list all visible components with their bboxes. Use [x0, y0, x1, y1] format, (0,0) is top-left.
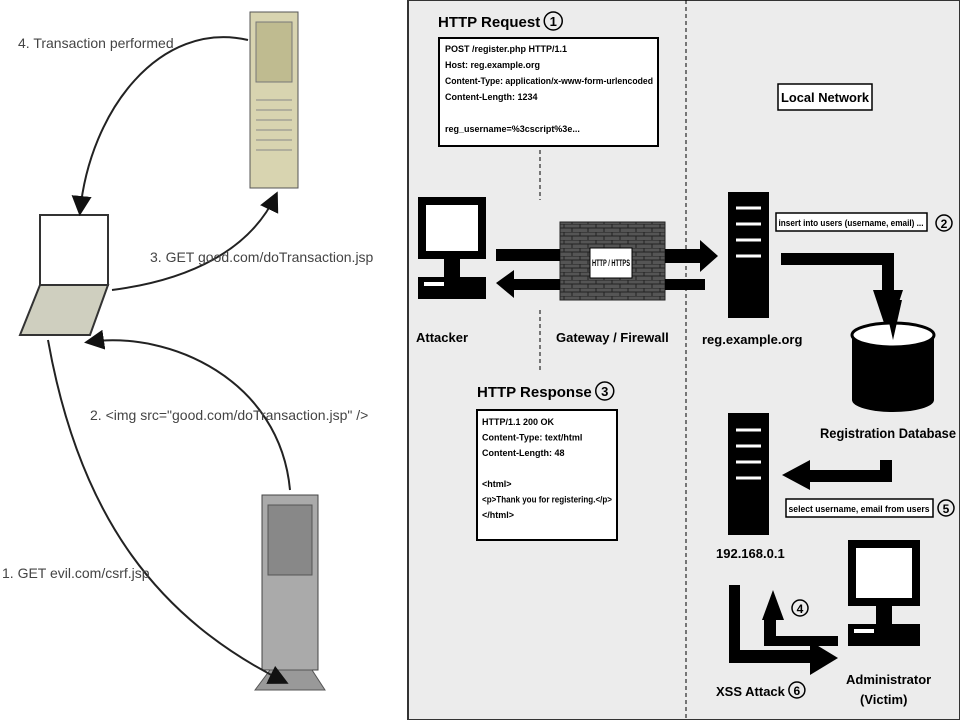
code-line: POST /register.php HTTP/1.1 [445, 44, 567, 54]
arrow-step3 [111, 191, 279, 291]
attacker-server-icon [254, 494, 326, 691]
step4-label: 4. Transaction performed [18, 35, 174, 51]
admin-server-icon [728, 413, 769, 535]
insert-num: 2 [941, 217, 948, 231]
step4-num: 4 [797, 602, 804, 616]
laptop-icon [18, 214, 110, 336]
request-arrow [496, 249, 560, 261]
code-line: Content-Length: 48 [482, 448, 565, 458]
step3-label: 3. GET good.com/doTransaction.jsp [150, 249, 374, 265]
insert-sql: insert into users (username, email) ... [779, 218, 924, 228]
xss-panel: HTTP Request 1 POST /register.php HTTP/1… [407, 0, 960, 720]
response-arrow [496, 270, 560, 298]
request-title: HTTP Request [438, 14, 540, 31]
attacker-monitor-icon [418, 197, 486, 299]
xss-num-badge: 6 [788, 681, 806, 699]
admin-monitor-icon [848, 540, 920, 646]
arrow-step4 [71, 36, 249, 216]
code-line: Content-Length: 1234 [445, 92, 538, 102]
code-line: </html> [482, 510, 514, 520]
admin-request-arrow [762, 590, 838, 646]
response-num-badge: 3 [595, 381, 615, 401]
arrow-step2 [84, 329, 291, 491]
step1-label: 1. GET evil.com/csrf.jsp [2, 565, 150, 581]
code-line: <html> [482, 479, 512, 489]
request-num-badge: 1 [543, 11, 563, 31]
web-server-icon [728, 192, 769, 318]
select-sql: select username, email from users [789, 504, 930, 514]
code-line: Content-Type: text/html [482, 433, 582, 443]
step2-label: 2. <img src="good.com/doTransaction.jsp"… [90, 407, 368, 423]
select-arrow [782, 460, 892, 490]
insert-arrow [781, 253, 903, 335]
xss-num: 6 [794, 684, 801, 698]
select-num: 5 [943, 502, 950, 516]
xss-arrow [729, 585, 838, 675]
attacker-label: Attacker [416, 330, 468, 345]
code-line: HTTP/1.1 200 OK [482, 417, 555, 427]
request-num: 1 [550, 14, 557, 29]
csrf-panel: 4. Transaction performed 3. GET good.com… [0, 0, 408, 720]
xss-label: XSS Attack [716, 684, 786, 699]
admin-ip-label: 192.168.0.1 [716, 546, 785, 561]
code-line: <p>Thank you for registering.</p> [482, 495, 612, 505]
admin-label: Administrator [846, 672, 931, 687]
local-network-label: Local Network [781, 90, 870, 105]
gateway-label: Gateway / Firewall [556, 330, 669, 345]
code-line: reg_username=%3cscript%3e... [445, 124, 580, 134]
response-box [476, 409, 618, 541]
database-icon [850, 300, 936, 412]
response-title: HTTP Response [477, 384, 592, 401]
victim-label: (Victim) [860, 692, 907, 707]
arrow-step1 [47, 339, 289, 684]
database-label: Registration Database [820, 425, 956, 441]
code-line: Host: reg.example.org [445, 60, 540, 70]
server-label: reg.example.org [702, 332, 802, 347]
code-line: Content-Type: application/x-www-form-url… [445, 76, 653, 86]
response-lines: HTTP/1.1 200 OK Content-Type: text/htmlCo… [482, 417, 612, 520]
firewall-protocol: HTTP / HTTPS [592, 258, 630, 268]
response-num: 3 [601, 384, 608, 399]
request-box [438, 37, 659, 147]
target-server-icon [249, 11, 299, 189]
